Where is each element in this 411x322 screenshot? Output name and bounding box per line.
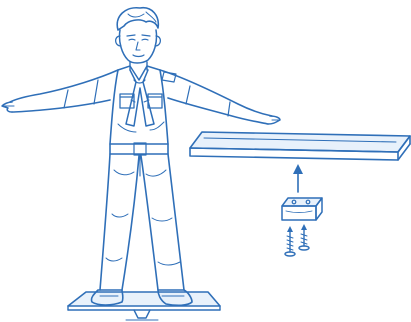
balance-board xyxy=(68,292,220,320)
screw-icon xyxy=(285,224,309,256)
wooden-block xyxy=(282,198,322,220)
arrow-up-icon xyxy=(293,164,303,192)
wooden-plank xyxy=(190,132,410,160)
